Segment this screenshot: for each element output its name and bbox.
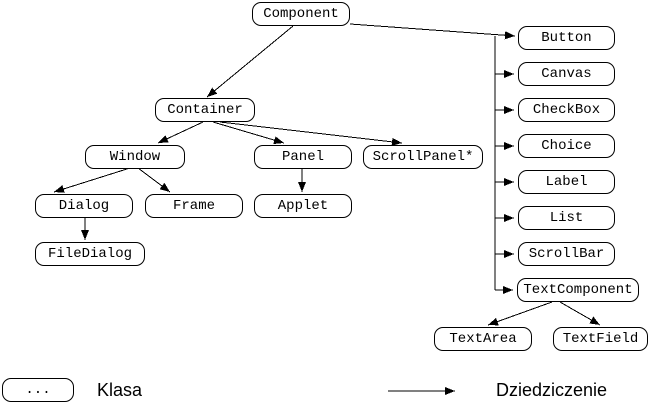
- node-textfield: TextField: [553, 327, 648, 351]
- edge-textcomponent-textarea: [487, 301, 553, 326]
- edge-window-frame: [137, 167, 171, 193]
- node-textarea: TextArea: [434, 327, 532, 351]
- node-applet: Applet: [254, 194, 352, 218]
- legend-class-label: Klasa: [97, 380, 143, 400]
- edge-component-button: [349, 23, 516, 40]
- node-canvas: Canvas: [518, 62, 615, 86]
- edge-textcomponent-textfield: [559, 301, 601, 326]
- edge-component-container: [206, 25, 294, 98]
- node-frame: Frame: [145, 194, 243, 218]
- node-container: Container: [155, 98, 255, 122]
- edge-window-dialog: [53, 167, 131, 193]
- node-panel: Panel: [254, 145, 352, 169]
- node-component: Component: [252, 2, 350, 26]
- node-button: Button: [518, 26, 615, 50]
- node-filedialog: FileDialog: [35, 242, 145, 266]
- legend-class-box: ...: [2, 378, 74, 402]
- node-list: List: [518, 206, 615, 230]
- edge-container-panel: [212, 121, 285, 144]
- node-textcomponent: TextComponent: [517, 278, 639, 302]
- node-scrollbar: ScrollBar: [518, 242, 615, 266]
- node-dialog: Dialog: [35, 194, 133, 218]
- node-window: Window: [85, 145, 185, 169]
- node-checkbox: CheckBox: [518, 98, 615, 122]
- node-choice: Choice: [518, 134, 615, 158]
- node-label: Label: [518, 170, 615, 194]
- legend-inheritance-label: Dziedziczenie: [496, 380, 608, 400]
- node-scrollpanel: ScrollPanel*: [363, 145, 483, 169]
- edge-container-scrollpanel: [219, 121, 403, 146]
- edge-container-window: [157, 121, 204, 144]
